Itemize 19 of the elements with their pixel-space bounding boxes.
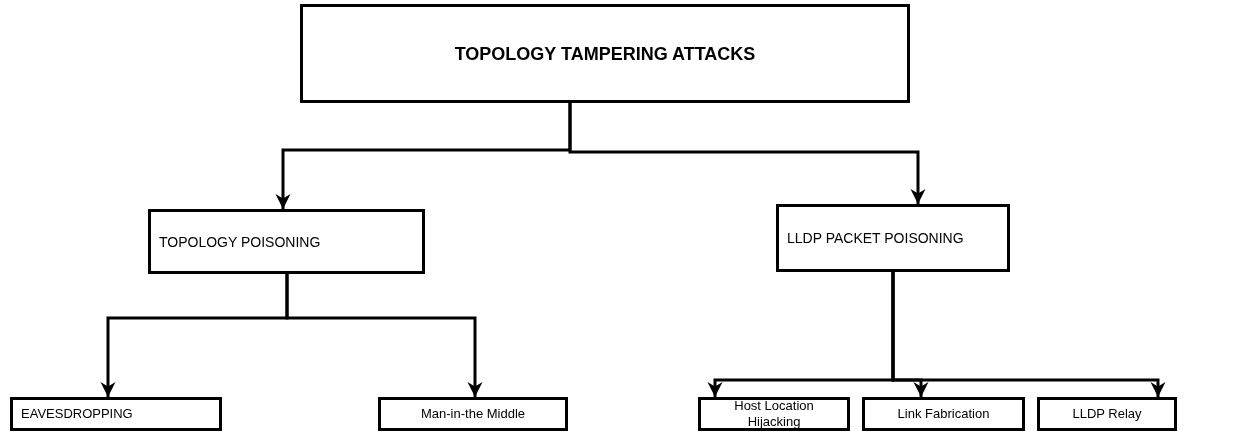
category-box: [378, 397, 568, 431]
box-label: LLDP PACKET POISONING: [787, 230, 964, 246]
arrow: [568, 103, 926, 204]
box-label: Man-in-the Middle: [420, 406, 525, 422]
category-box: [300, 4, 910, 103]
category-box: [862, 397, 1025, 431]
category-box: [10, 397, 222, 431]
category-box: [1037, 397, 1177, 431]
arrow: [891, 272, 1166, 397]
box-label: TOPOLOGY POISONING: [159, 233, 321, 250]
category-box: [148, 209, 425, 274]
box-label: TOPOLOGY TAMPERING ATTACKS: [454, 45, 756, 62]
box-label: Host Location Hijacking: [733, 398, 815, 430]
arrow: [285, 274, 483, 397]
category-box: [776, 204, 1010, 272]
box-label: LLDP Relay: [1072, 406, 1142, 422]
box-label: EAVESDROPPING: [21, 406, 133, 422]
category-box: [698, 397, 850, 431]
box-label: Link Fabrication: [897, 406, 990, 422]
